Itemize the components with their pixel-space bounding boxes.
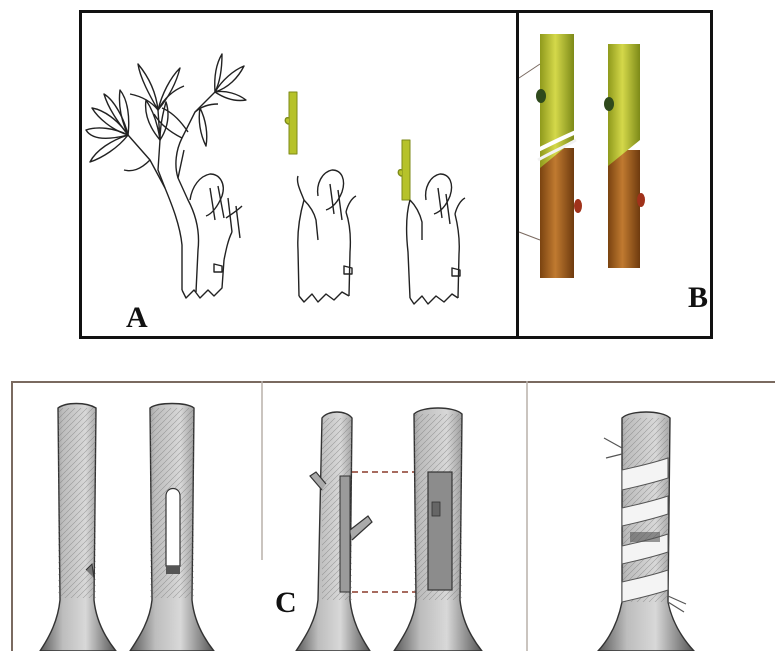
panel-a-label: A: [126, 303, 148, 333]
panel-c-label: C: [275, 588, 297, 618]
bud-red-left: [574, 199, 582, 213]
bark-stem-5-wrapped: [598, 412, 694, 651]
cleft-graft-joined: [398, 140, 465, 304]
bark-stem-1: [40, 404, 116, 651]
scion-inserted: [402, 140, 410, 200]
panel-a-drawing: [86, 54, 465, 304]
bud-right: [604, 97, 614, 111]
bark-stem-3: [296, 412, 372, 651]
whip-graft-taped: [519, 34, 582, 278]
cleft-graft-separated: [285, 92, 356, 302]
panel-b-drawing: [519, 34, 645, 278]
bark-stem-2: [130, 404, 214, 651]
scion-green: [289, 92, 297, 154]
bud-red-right: [637, 193, 645, 207]
panel-b-label: B: [688, 283, 708, 313]
bud-left: [536, 89, 546, 103]
bark-patch: [428, 472, 452, 590]
rootstock-right: [608, 150, 640, 268]
bark-stem-4: [394, 408, 482, 651]
bark-window-cut: [166, 489, 180, 567]
whip-graft-joined: [604, 44, 645, 268]
leafy-plant: [86, 54, 246, 298]
panel-c-drawing: [40, 404, 694, 651]
rootstock-left: [540, 148, 574, 278]
